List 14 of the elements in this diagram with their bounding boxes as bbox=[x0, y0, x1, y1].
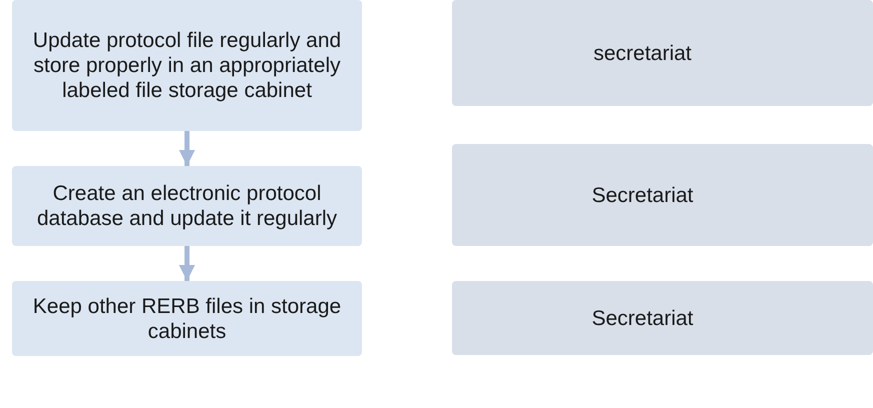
process-box bbox=[12, 166, 362, 246]
process-box bbox=[12, 281, 362, 356]
role-box bbox=[452, 281, 873, 355]
box-text: Keep other RERB files in storage cabinets bbox=[32, 294, 342, 344]
arrow bbox=[179, 131, 195, 166]
box-text: Create an electronic protocol database and update it regularly bbox=[36, 181, 338, 231]
role-box bbox=[452, 144, 873, 246]
process-box bbox=[12, 0, 362, 131]
box-text: Update protocol file regularly and store properly in an appropriately labeled file storage cabinet bbox=[32, 28, 342, 103]
box-text: secretariat bbox=[593, 40, 692, 66]
box-text: Secretariat bbox=[592, 182, 694, 208]
box-text: Secretariat bbox=[592, 306, 694, 330]
role-box bbox=[452, 0, 873, 106]
arrow bbox=[179, 246, 195, 281]
